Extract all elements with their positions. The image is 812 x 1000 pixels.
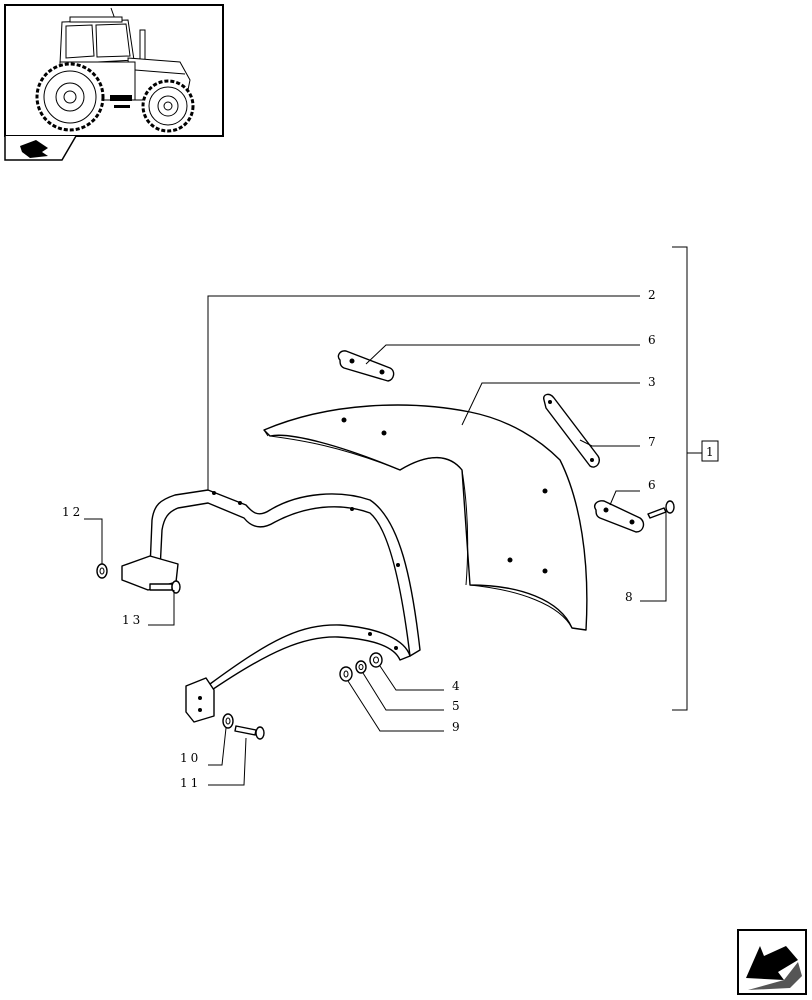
- fender-support-bracket: [121, 489, 421, 723]
- callout-7: 7: [648, 435, 659, 449]
- callout-5: 5: [452, 699, 463, 713]
- callout-13: 13: [122, 613, 143, 627]
- callout-6-lower: 6: [648, 478, 659, 492]
- washer-10: [222, 713, 234, 729]
- callout-10: 10: [180, 751, 201, 765]
- callout-9: 9: [452, 720, 463, 734]
- bolt-11: [234, 725, 265, 740]
- washer-12: [96, 563, 108, 579]
- spacer-plate-upper: [337, 350, 395, 382]
- callout-11: 11: [180, 776, 201, 790]
- next-page-arrow-icon[interactable]: [737, 929, 807, 995]
- washer-9: [339, 666, 353, 682]
- assembly-bracket: [672, 246, 719, 711]
- bolt-8: [647, 500, 675, 519]
- callout-3: 3: [648, 375, 659, 389]
- fender-strap: [542, 393, 600, 468]
- callout-12: 12: [62, 505, 83, 519]
- section-arrow-icon: [20, 140, 48, 158]
- thumbnail-frame[interactable]: [4, 4, 224, 161]
- callout-6-upper: 6: [648, 333, 659, 347]
- callout-1: 1: [706, 445, 717, 459]
- callout-8: 8: [625, 590, 636, 604]
- callout-labels: 1 2 6 3 7 6 8 12 13 4 5 9 10 11: [62, 288, 717, 790]
- tractor-icon: [35, 7, 195, 133]
- callout-4: 4: [452, 679, 463, 693]
- leader-lines: [84, 295, 667, 786]
- spacer-plate-lower: [594, 500, 645, 533]
- fender-panel: [263, 404, 588, 631]
- callout-2: 2: [648, 288, 659, 302]
- nut-4: [369, 652, 383, 668]
- lock-washer-5: [355, 660, 367, 674]
